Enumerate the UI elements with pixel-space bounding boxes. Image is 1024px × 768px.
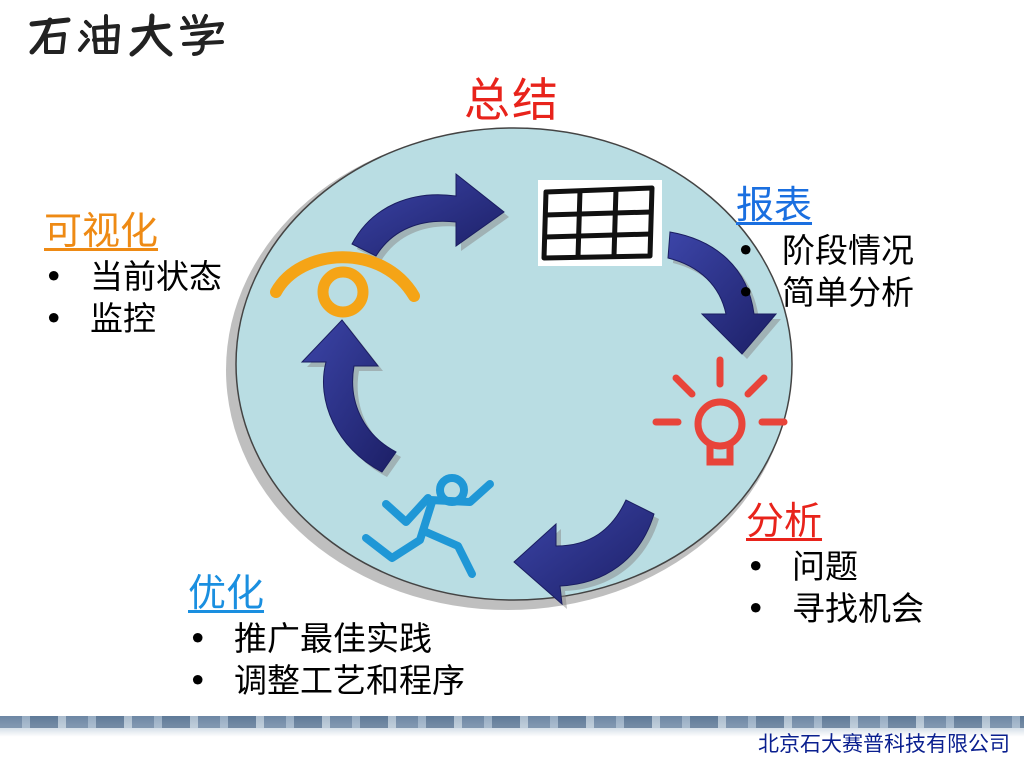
list-item: •简单分析 [736, 273, 914, 312]
step-optimize-heading: 优化 [188, 571, 265, 615]
university-logo [28, 10, 228, 60]
list-item: •调整工艺和程序 [188, 661, 465, 700]
footer-company: 北京石大赛普科技有限公司 [758, 732, 1010, 756]
eye-icon [270, 251, 420, 318]
table-grid-icon [538, 180, 662, 266]
cycle-arrow-icon [667, 231, 781, 359]
runner-icon [362, 474, 494, 578]
list-item: •监控 [44, 299, 156, 338]
step-visualize-list: •当前状态 •监控 [44, 256, 222, 340]
slide-title: 总结 [464, 73, 560, 127]
logo-calligraphy [29, 13, 224, 57]
cycle-arrow-icon [351, 172, 509, 261]
step-report-list: •阶段情况 •简单分析 [736, 230, 914, 314]
list-item: •推广最佳实践 [188, 619, 432, 658]
list-item: •寻找机会 [746, 589, 924, 628]
step-analysis-heading: 分析 [746, 499, 823, 543]
list-item: •阶段情况 [736, 231, 914, 270]
step-report: 报表 •阶段情况 •简单分析 [736, 182, 914, 314]
step-visualize-heading: 可视化 [44, 209, 159, 253]
list-item: •问题 [746, 547, 858, 586]
step-analysis: 分析 •问题 •寻找机会 [746, 498, 924, 630]
step-optimize: 优化 •推广最佳实践 •调整工艺和程序 [188, 570, 465, 702]
cycle-arrow-icon [300, 319, 401, 477]
step-optimize-list: •推广最佳实践 •调整工艺和程序 [188, 618, 465, 702]
footer-band [0, 716, 1024, 768]
cycle-arrow-icon [513, 499, 659, 609]
step-analysis-list: •问题 •寻找机会 [746, 546, 924, 630]
list-item: •当前状态 [44, 257, 222, 296]
step-report-heading: 报表 [736, 183, 813, 227]
footer-stripe [0, 716, 1024, 728]
step-visualize: 可视化 •当前状态 •监控 [44, 208, 222, 340]
lightbulb-icon [652, 356, 788, 466]
